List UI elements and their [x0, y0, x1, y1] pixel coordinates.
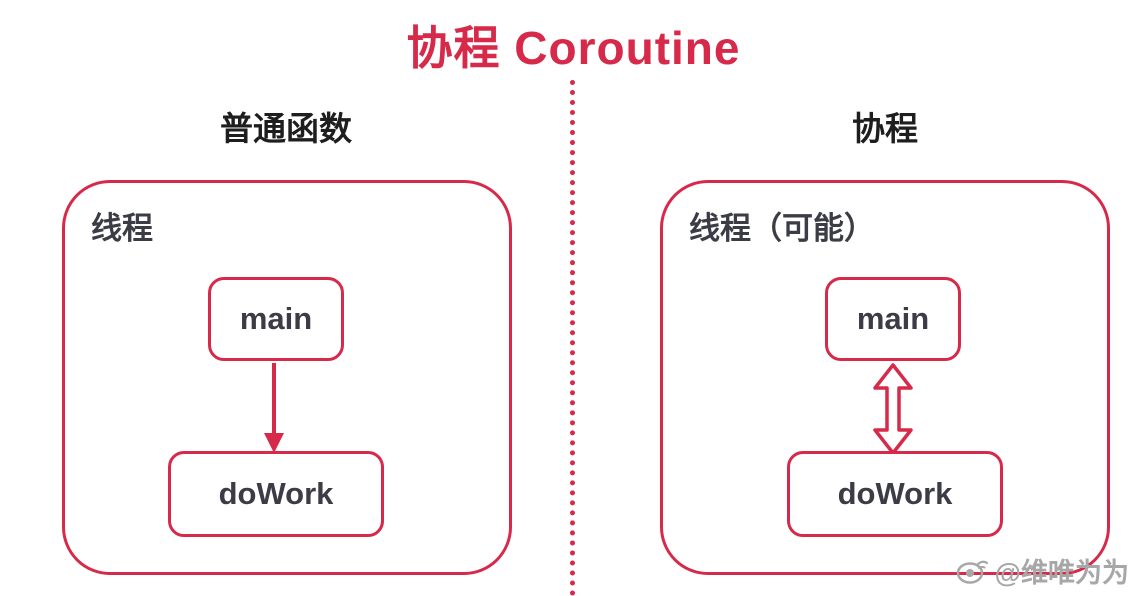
vertical-dotted-divider — [570, 80, 575, 596]
watermark: @维唯为为 — [956, 551, 1129, 590]
right-thread-container: 线程（可能） main doWork — [660, 180, 1110, 575]
weibo-eye-icon — [956, 560, 988, 584]
left-dowork-node: doWork — [168, 451, 384, 537]
left-thread-container: 线程 main doWork — [62, 180, 512, 575]
right-thread-label: 线程（可能） — [689, 211, 875, 246]
left-main-node: main — [208, 277, 344, 361]
left-thread-label: 线程 — [91, 211, 153, 246]
double-vertical-arrow-icon — [873, 363, 913, 455]
left-main-label: main — [239, 301, 313, 336]
left-dowork-label: doWork — [218, 476, 334, 511]
watermark-handle: @维唯为为 — [994, 558, 1129, 588]
right-main-node: main — [825, 277, 961, 361]
right-column-heading: 协程 — [852, 110, 918, 147]
right-main-label: main — [856, 301, 930, 336]
left-column-heading: 普通函数 — [220, 110, 352, 147]
page-title: 协程 Coroutine — [406, 22, 741, 74]
single-down-arrow-icon — [264, 363, 284, 453]
right-dowork-node: doWork — [787, 451, 1003, 537]
right-dowork-label: doWork — [837, 476, 953, 511]
